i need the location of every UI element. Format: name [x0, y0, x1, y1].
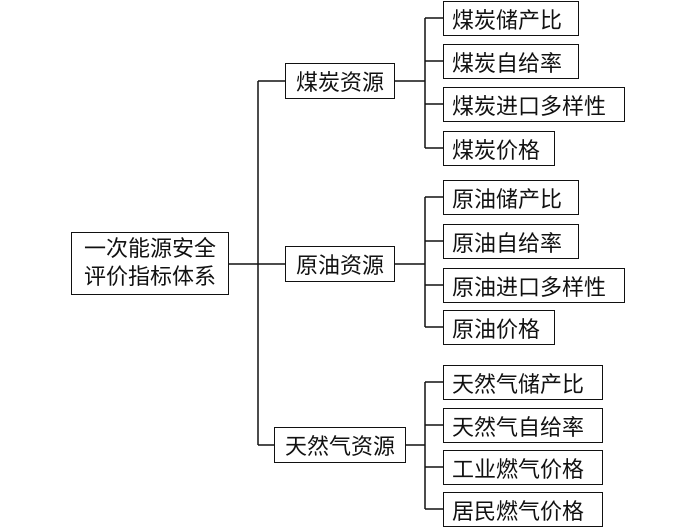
leaf-oil-price: 原油价格 [443, 310, 555, 345]
leaf-coal-self-sufficiency: 煤炭自给率 [443, 44, 579, 79]
leaf-gas-industrial-price: 工业燃气价格 [443, 450, 603, 485]
leaf-gas-self-sufficiency: 天然气自给率 [443, 408, 603, 443]
leaf-coal-import-diversity: 煤炭进口多样性 [443, 87, 625, 122]
leaf-oil-self-sufficiency: 原油自给率 [443, 224, 579, 259]
root-node: 一次能源安全 评价指标体系 [71, 232, 229, 295]
root-label-line2: 评价指标体系 [83, 264, 216, 290]
leaf-coal-reserve-ratio: 煤炭储产比 [443, 1, 579, 36]
category-gas: 天然气资源 [274, 427, 406, 463]
leaf-oil-import-diversity: 原油进口多样性 [443, 268, 625, 303]
category-coal: 煤炭资源 [285, 63, 395, 99]
category-oil: 原油资源 [285, 246, 395, 282]
root-label-line1: 一次能源安全 [83, 236, 216, 262]
leaf-gas-reserve-ratio: 天然气储产比 [443, 365, 603, 400]
leaf-gas-residential-price: 居民燃气价格 [443, 492, 603, 527]
leaf-oil-reserve-ratio: 原油储产比 [443, 180, 579, 215]
leaf-coal-price: 煤炭价格 [443, 131, 555, 166]
